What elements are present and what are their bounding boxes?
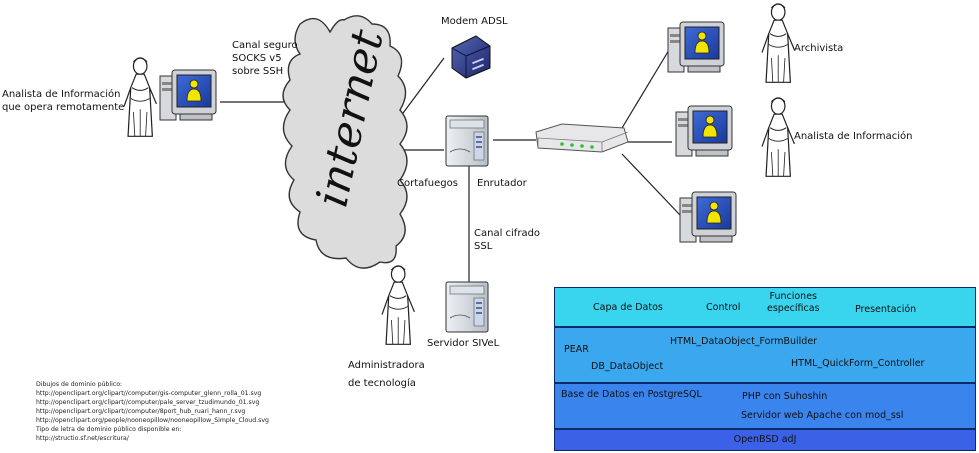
formbuilder-label: HTML_DataObject_FormBuilder xyxy=(670,336,818,347)
archivist-label: Archivista xyxy=(794,43,844,54)
admin-person-icon xyxy=(381,265,416,345)
control-label: Control xyxy=(706,302,741,313)
archivist-computer-icon xyxy=(667,21,725,73)
openbsd-label: OpenBSD adJ xyxy=(733,434,797,445)
encrypted-channel-label: Canal cifrado SSL xyxy=(474,228,541,252)
capa-datos-label: Capa de Datos xyxy=(593,302,663,313)
analyst-computer-icon xyxy=(675,105,733,157)
network-hub-icon xyxy=(535,123,629,153)
remote-analyst-label: Analista de Información que opera remota… xyxy=(2,89,125,113)
quickform-label: HTML_QuickForm_Controller xyxy=(791,358,925,369)
credits-line: http://structio.sf.net/escritura/ xyxy=(36,435,129,442)
presentacion-label: Presentación xyxy=(855,304,917,315)
admin-label: Administradora de tecnología xyxy=(348,360,425,389)
funciones-label: Funciones específicas xyxy=(767,291,820,314)
credits-line: Tipo de letra de dominio público disponi… xyxy=(36,426,182,433)
credits-line: http://openclipart.org/clipart//computer… xyxy=(36,390,262,397)
dbdataobject-label: DB_DataObject xyxy=(591,361,664,372)
remote-analyst-person-icon xyxy=(123,57,158,137)
router-label: Enrutador xyxy=(477,178,527,189)
sivel-server-label: Servidor SIVeL xyxy=(427,338,500,349)
sivel-server-icon xyxy=(445,281,489,333)
pear-label: PEAR xyxy=(564,344,589,355)
services-layer: Base de Datos en PostgreSQL PHP con Suho… xyxy=(554,383,976,429)
credits-line: Dibujos de dominio público: xyxy=(36,381,123,388)
credits-line: http://openclipart.org/clipart//computer… xyxy=(36,408,246,415)
firewall-label: Cortafuegos xyxy=(397,178,458,189)
firewall-router-server-icon xyxy=(445,115,489,167)
analyst-person-icon xyxy=(761,97,796,177)
third-computer-icon xyxy=(679,191,737,243)
postgresql-label: Base de Datos en PostgreSQL xyxy=(561,389,702,400)
application-layer: Capa de Datos Control Funciones específi… xyxy=(554,287,976,327)
os-layer: OpenBSD adJ xyxy=(554,429,976,451)
credits-line: http://openclipart.org/clipart//computer… xyxy=(36,399,260,406)
modem-adsl-icon xyxy=(451,35,491,79)
software-stack: Capa de Datos Control Funciones específi… xyxy=(554,287,976,452)
remote-computer-icon xyxy=(159,69,217,121)
apache-label: Servidor web Apache con mod_ssl xyxy=(741,410,904,421)
internet-cloud xyxy=(282,15,408,269)
php-label: PHP con Suhoshin xyxy=(742,391,828,402)
secure-channel-label: Canal seguro SOCKS v5 sobre SSH xyxy=(232,40,298,77)
analyst-label: Analista de Información xyxy=(794,131,913,142)
libraries-layer: PEAR HTML_DataObject_FormBuilder DB_Data… xyxy=(554,327,976,383)
archivist-person-icon xyxy=(761,3,796,83)
modem-label: Modem ADSL xyxy=(441,16,508,27)
credits-line: http://openclipart.org/people/nooneopill… xyxy=(36,417,269,424)
